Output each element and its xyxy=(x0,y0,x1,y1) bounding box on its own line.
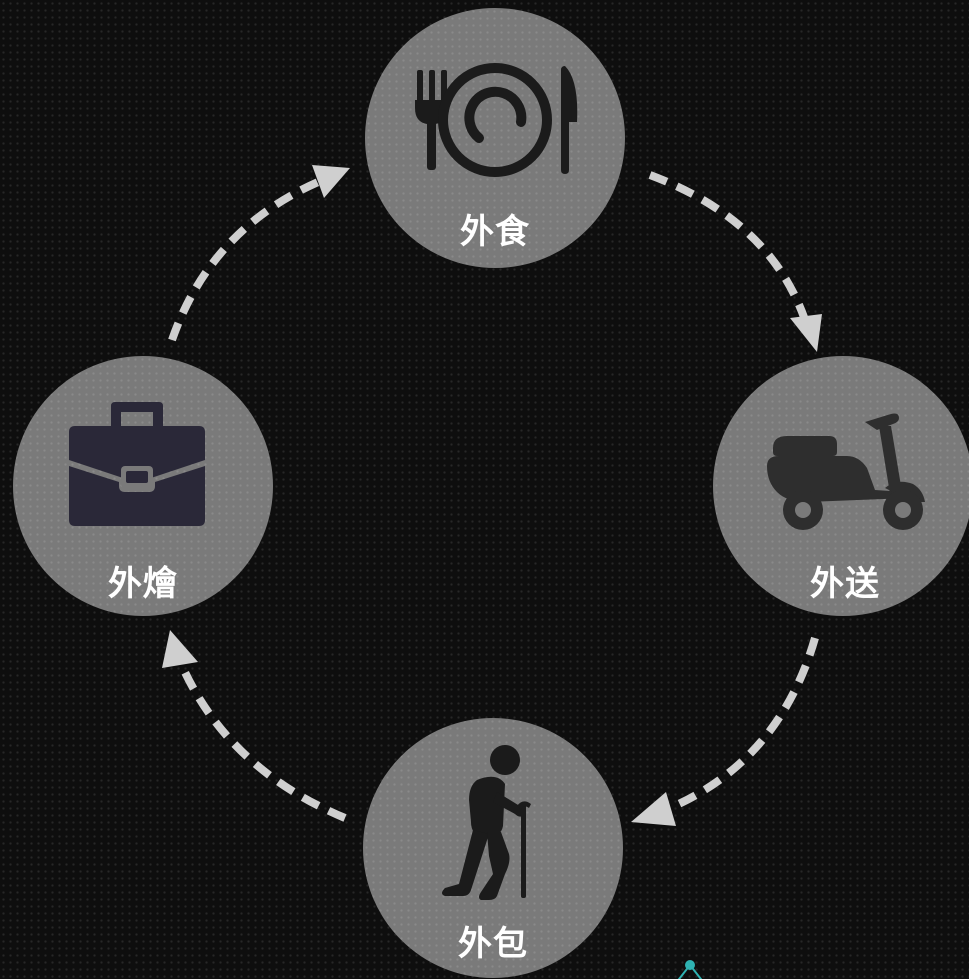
arrow-left-to-top xyxy=(168,165,350,342)
teal-node-mark xyxy=(677,960,703,979)
arrow-top-to-right xyxy=(648,171,822,352)
node-label: 外燴 xyxy=(108,564,178,604)
arrow-right-to-bottom xyxy=(631,636,819,826)
briefcase-icon xyxy=(69,402,205,526)
scooter-icon xyxy=(767,413,925,530)
node-outsource: 外包 xyxy=(363,718,623,978)
arrow-bottom-to-left xyxy=(162,630,347,822)
node-delivery: 外送 xyxy=(713,356,969,616)
node-label: 外食 xyxy=(460,212,530,252)
node-label: 外送 xyxy=(810,564,880,604)
node-eat-out: 外食 xyxy=(365,8,625,268)
node-label: 外包 xyxy=(458,924,528,964)
plate-fork-knife-icon xyxy=(415,63,578,177)
node-catering: 外燴 xyxy=(13,356,273,616)
elderly-person-cane-icon xyxy=(442,745,531,900)
